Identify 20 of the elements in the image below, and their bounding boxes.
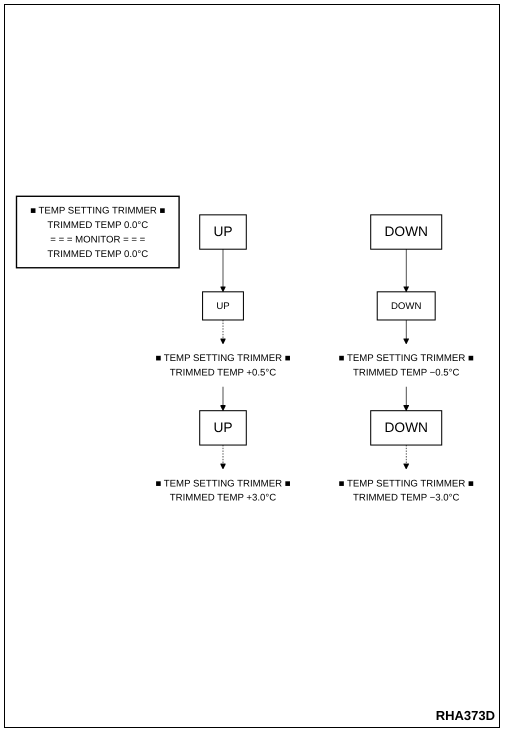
node-text: ■ TEMP SETTING TRIMMER ■ TRIMMED TEMP −3.0°C — [338, 477, 474, 503]
node-text: ■ TEMP SETTING TRIMMER ■ TRIMMED TEMP +3.0°C — [155, 477, 291, 503]
figure-code: RHA373D — [436, 708, 495, 723]
node-box: DOWN — [376, 291, 436, 320]
node-box: UP — [199, 410, 247, 446]
node-box: UP — [199, 214, 247, 250]
arrow — [220, 320, 226, 344]
arrow — [220, 386, 226, 411]
node-box: ■ TEMP SETTING TRIMMER ■ TRIMMED TEMP 0.0°C = = = MONITOR = = = TRIMMED TEMP 0.0°C — [16, 196, 180, 268]
arrow — [403, 248, 410, 292]
arrow — [220, 444, 226, 470]
node-text: ■ TEMP SETTING TRIMMER ■ TRIMMED TEMP +0.5°C — [155, 352, 291, 378]
arrow — [220, 248, 226, 292]
node-box: DOWN — [370, 214, 442, 250]
arrow — [403, 320, 410, 344]
arrow — [403, 386, 410, 411]
arrow — [403, 444, 410, 470]
node-box: UP — [202, 291, 244, 320]
node-box: DOWN — [370, 410, 442, 446]
node-text: ■ TEMP SETTING TRIMMER ■ TRIMMED TEMP −0.5°C — [338, 352, 474, 378]
